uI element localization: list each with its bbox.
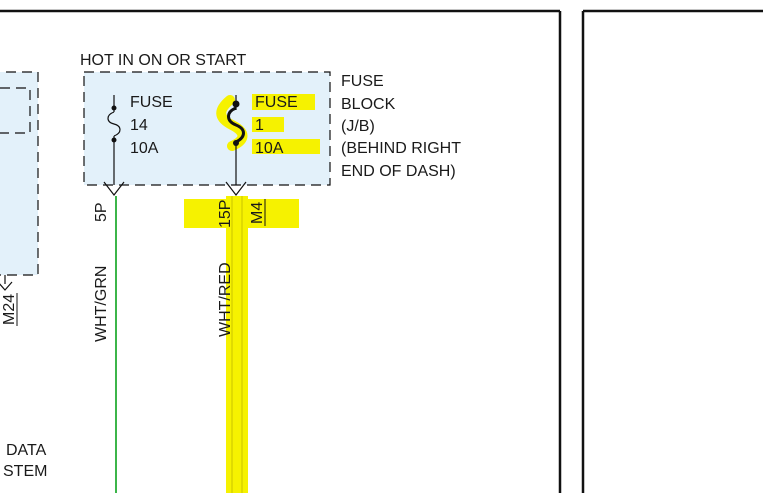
fuse-block-label-line-1: FUSE [341, 73, 384, 90]
highlight-fuse-1-title [252, 94, 315, 110]
fuse-block-box [83, 71, 331, 186]
fuse-1-symbol [227, 106, 245, 144]
fuse-block-label-line-3: (J/B) [341, 118, 375, 135]
fuse-14-number: 14 [130, 117, 148, 134]
highlight-fuse-1-number [252, 117, 284, 132]
fuse-block-label-line-4: (BEHIND RIGHT [341, 140, 461, 157]
fuse-14-title: FUSE [130, 94, 173, 111]
connector-m4-label: M4 [249, 202, 266, 224]
fuse-1-title: FUSE [255, 94, 298, 111]
highlight-fuse-1-rating [252, 139, 320, 154]
left-module-inner-box [0, 87, 31, 134]
wire-wht-red-label: WHT/RED [217, 262, 234, 337]
pin-5p-label: 5P [93, 202, 110, 222]
left-module-box [0, 71, 39, 276]
left-module-terminal [0, 275, 13, 291]
fuse-1-terminal-top [232, 100, 240, 108]
fuse-14-rating: 10A [130, 140, 159, 157]
fuse-1-number: 1 [255, 117, 264, 134]
left-module-label-line-2: STEM [3, 463, 47, 480]
connector-15p-terminal [225, 181, 247, 196]
fuse-14-terminal-top [111, 105, 117, 111]
fuse-block-label-line-5: END OF DASH) [341, 163, 456, 180]
fuse-14-symbol [107, 111, 121, 137]
fuse-1-rating: 10A [255, 140, 284, 157]
fuse-14 [107, 95, 121, 185]
connector-5p-terminal [103, 181, 125, 196]
left-module-connector: M24 [1, 294, 18, 325]
left-module-label-line-1: DATA [6, 442, 47, 459]
fuse-1 [227, 95, 245, 185]
fuse-1-terminal-bottom [233, 140, 239, 146]
hot-in-label: HOT IN ON OR START [80, 52, 246, 69]
wire-wht-grn-label: WHT/GRN [93, 266, 110, 342]
fuse-block-label-line-2: BLOCK [341, 96, 396, 113]
fuse-14-terminal-bottom [111, 137, 117, 143]
pin-15p-label: 15P [217, 200, 234, 228]
